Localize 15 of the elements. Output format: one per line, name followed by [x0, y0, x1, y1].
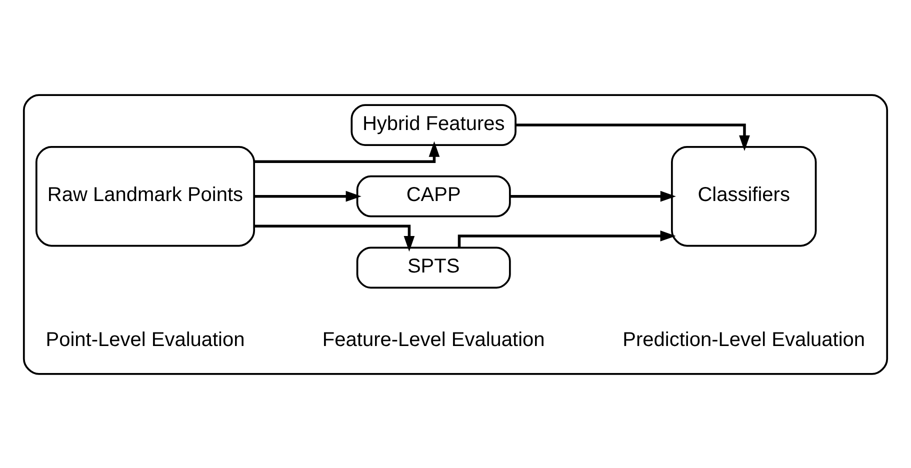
arrow [254, 190, 362, 202]
cluster [22, 94, 888, 374]
node-box: Hybrid Features [350, 104, 516, 146]
arrow [510, 190, 676, 202]
label: Feature-Level Evaluation [322, 328, 545, 351]
label: Prediction-Level Evaluation [622, 328, 866, 351]
node-box: Raw Landmark Points [35, 146, 256, 246]
arrow [254, 140, 440, 162]
arrow [458, 230, 676, 247]
arrow [254, 224, 415, 252]
label: Point-Level Evaluation [46, 328, 245, 351]
node-box: CAPP [356, 174, 511, 217]
arrow [516, 123, 750, 150]
node-box: SPTS [356, 246, 511, 288]
node-box: Classifiers [670, 146, 817, 246]
